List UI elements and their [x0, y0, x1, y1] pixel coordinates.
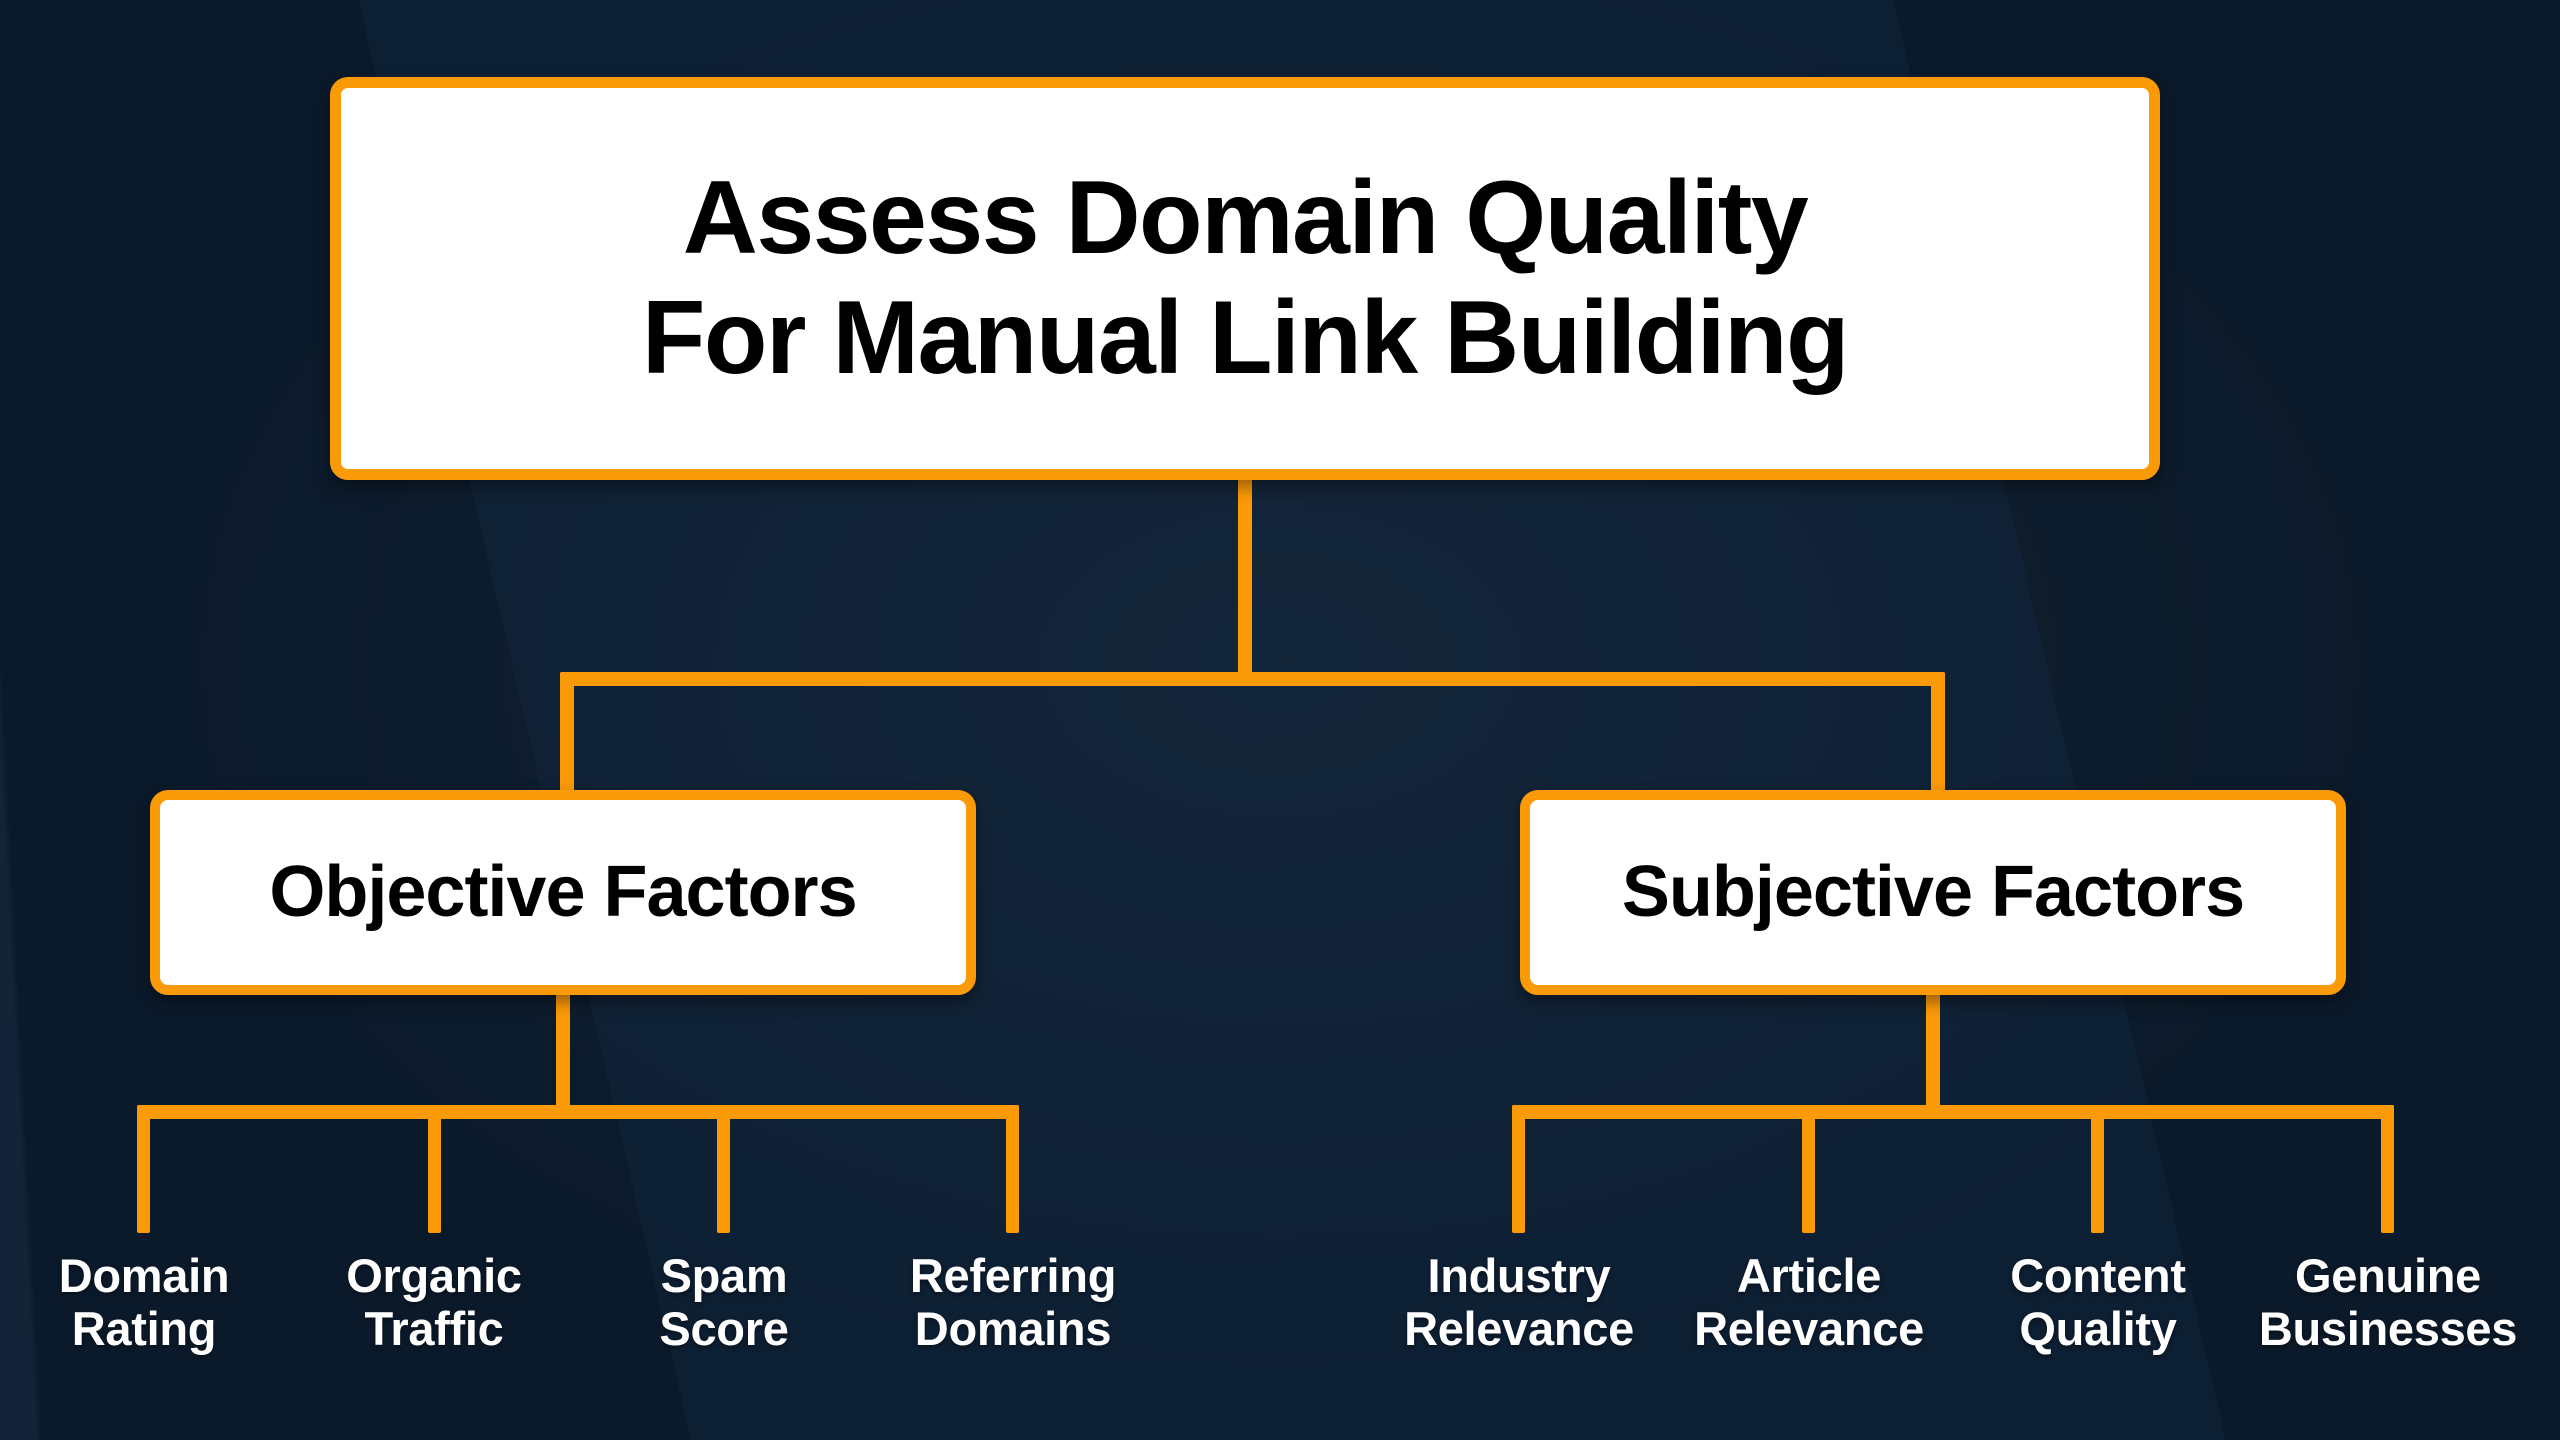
connector-leaf-drop-article-relevance — [1802, 1105, 1815, 1233]
connector-bus-to-subjective — [1931, 672, 1945, 798]
connector-leaf-drop-spam-score — [717, 1105, 730, 1233]
root-node-assess-domain-quality[interactable]: Assess Domain Quality For Manual Link Bu… — [330, 77, 2160, 480]
leaf-label-domain-rating[interactable]: Domain Rating — [58, 1249, 230, 1355]
connector-leaf-drop-content-quality — [2091, 1105, 2104, 1233]
connector-leaf-drop-industry-relevance — [1512, 1105, 1525, 1233]
leaf-label-content-quality[interactable]: Content Quality — [2010, 1249, 2186, 1355]
branch-node-subjective-factors[interactable]: Subjective Factors — [1520, 790, 2346, 995]
branch-node-label-objective: Objective Factors — [269, 851, 857, 932]
leaf-label-organic-traffic[interactable]: Organic Traffic — [346, 1249, 522, 1355]
branch-node-label-subjective: Subjective Factors — [1621, 851, 2245, 932]
connector-leaf-drop-domain-rating — [137, 1105, 150, 1233]
connector-leaf-drop-organic-traffic — [428, 1105, 441, 1233]
connector-leaf-drop-referring-domains — [1006, 1105, 1019, 1233]
leaf-label-referring-domains[interactable]: Referring Domains — [909, 1249, 1117, 1355]
connector-objective-stem — [556, 993, 570, 1119]
connector-leaf-drop-genuine-businesses — [2381, 1105, 2394, 1233]
root-node-label: Assess Domain Quality For Manual Link Bu… — [641, 159, 1850, 396]
connector-objective-leaf-bar — [137, 1105, 1019, 1119]
connector-subjective-leaf-bar — [1512, 1105, 2394, 1119]
leaf-label-spam-score[interactable]: Spam Score — [659, 1249, 789, 1355]
connector-main-bus — [560, 672, 1945, 686]
leaf-label-article-relevance[interactable]: Article Relevance — [1694, 1249, 1924, 1355]
branch-node-objective-factors[interactable]: Objective Factors — [150, 790, 976, 995]
leaf-label-genuine-businesses[interactable]: Genuine Businesses — [2258, 1249, 2518, 1355]
connector-bus-to-objective — [560, 672, 574, 798]
leaf-label-industry-relevance[interactable]: Industry Relevance — [1404, 1249, 1634, 1355]
connector-root-stem — [1238, 478, 1252, 678]
connector-subjective-stem — [1926, 993, 1940, 1119]
